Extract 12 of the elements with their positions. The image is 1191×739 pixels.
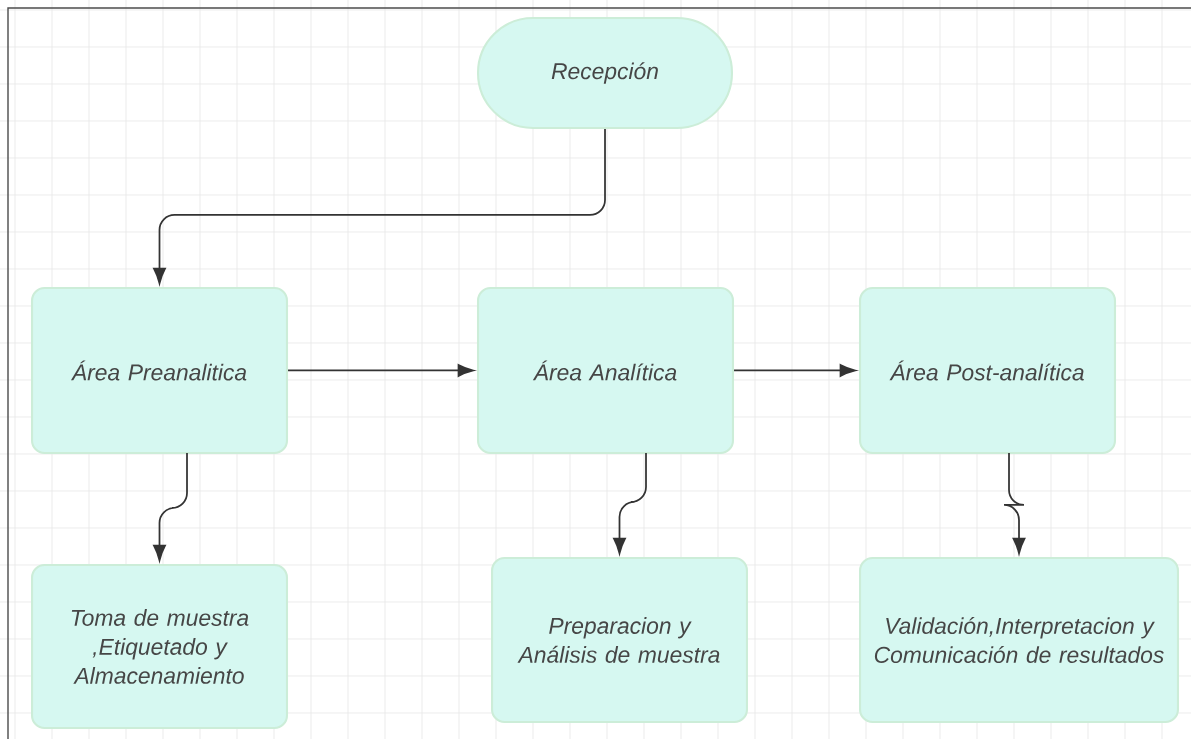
arrow (287, 364, 475, 377)
process-box: Preparacion y Análisis de muestra (490, 556, 749, 724)
arrow (153, 128, 606, 285)
process-box: Área Analítica (476, 286, 735, 455)
arrow (1003, 452, 1026, 555)
process-box: Área Preanalitica (30, 286, 289, 455)
process-box: Toma de muestra ,Etiquetado y Almacenamiento (30, 563, 289, 730)
arrow (153, 452, 188, 562)
process-box: Área Post-analítica (858, 286, 1117, 455)
process-box: Validación,Interpretacion y Comunicación de resultados (859, 556, 1180, 724)
arrow (733, 364, 857, 377)
arrow (613, 452, 647, 555)
